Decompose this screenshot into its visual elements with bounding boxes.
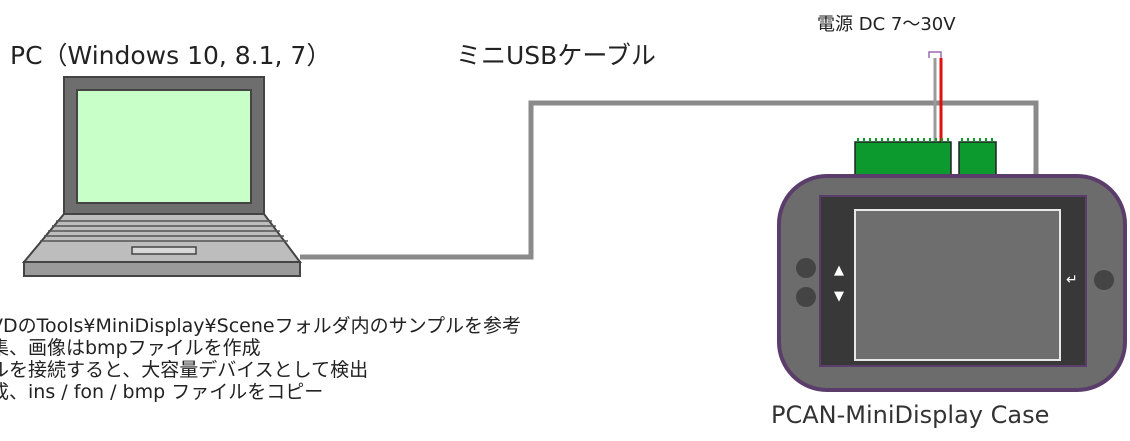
connector-block-right xyxy=(958,141,997,177)
device-button-right xyxy=(1094,270,1114,290)
note-line-1: VDのTools¥MiniDisplay¥Sceneフォルダ内のサンプルを参考 xyxy=(0,315,521,337)
connector-block-left xyxy=(854,141,952,177)
laptop-front-edge xyxy=(23,261,301,277)
power-label: 電源 DC 7〜30V xyxy=(817,14,956,35)
laptop-screen xyxy=(76,89,252,204)
down-arrow-icon: ▼ xyxy=(834,289,844,304)
device-button-left-bottom xyxy=(796,287,816,307)
note-line-4: 成、ins / fon / bmp ファイルをコピー xyxy=(0,381,324,403)
usb-cable-label: ミニUSBケーブル xyxy=(456,41,656,70)
laptop-touchpad xyxy=(131,246,197,255)
usb-cable xyxy=(300,100,1039,260)
instruction-notes: VDのTools¥MiniDisplay¥Sceneフォルダ内のサンプルを参考 … xyxy=(0,315,521,403)
device-button-left-top xyxy=(796,258,816,278)
pc-label: PC（Windows 10, 8.1, 7） xyxy=(10,41,332,70)
enter-arrow-icon: ↵ xyxy=(1066,272,1078,288)
device-label: PCAN-MiniDisplay Case xyxy=(771,401,1050,429)
device-display xyxy=(854,209,1061,361)
note-line-3: ルを接続すると、大容量デバイスとして検出 xyxy=(0,359,369,381)
laptop-icon xyxy=(21,76,302,277)
device-body xyxy=(777,138,1127,392)
power-cable xyxy=(928,51,943,145)
note-line-2: 集、画像はbmpファイルを作成 xyxy=(0,337,261,359)
up-arrow-icon: ▲ xyxy=(834,263,844,278)
